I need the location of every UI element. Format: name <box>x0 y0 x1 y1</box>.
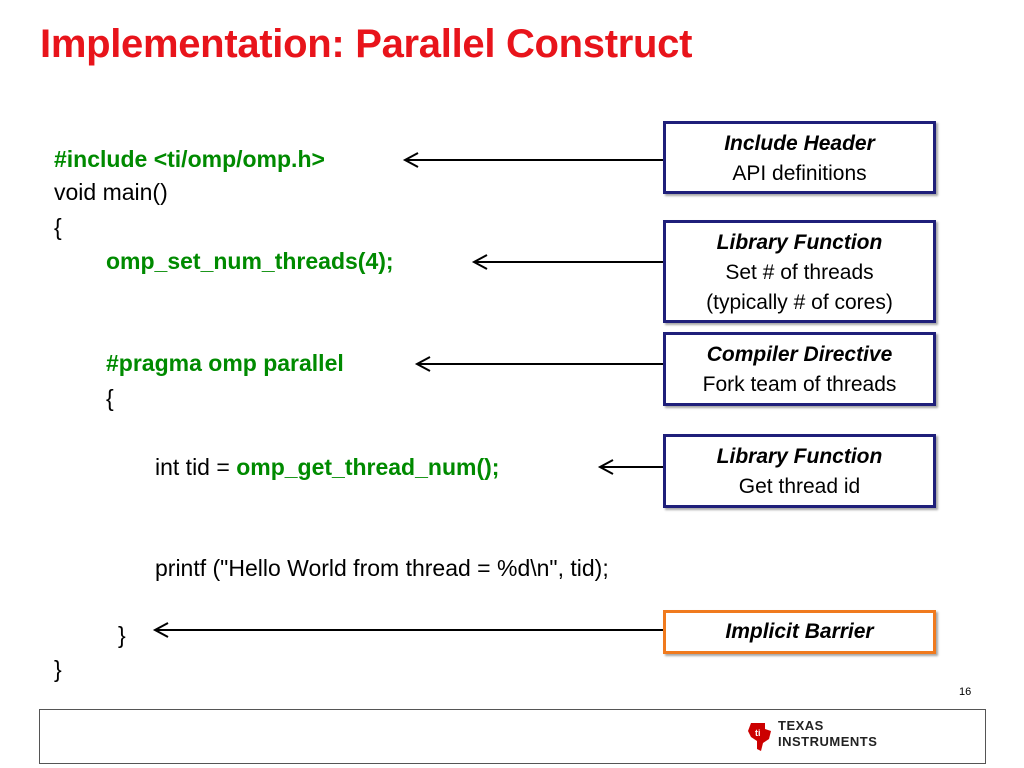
callout-heading: Implicit Barrier <box>725 620 874 643</box>
svg-text:ti: ti <box>755 728 761 738</box>
ti-logo-wordmark: Texas Instruments <box>778 718 877 750</box>
code-inner-close-brace: } <box>118 622 126 648</box>
slide-title: Implementation: Parallel Construct <box>40 22 693 66</box>
slide-footer: ti Texas Instruments <box>39 709 986 764</box>
callout-text: Set # of threads <box>725 261 874 284</box>
callout-get-thread-id: Library Function Get thread id <box>663 434 936 508</box>
code-include-line: #include <ti/omp/omp.h> <box>54 146 325 172</box>
code-set-threads-line: omp_set_num_threads(4); <box>106 248 394 274</box>
code-open-brace: { <box>54 214 62 240</box>
code-tid-line: int tid = omp_get_thread_num(); <box>155 456 499 479</box>
callout-include-header: Include Header API definitions <box>663 121 936 194</box>
code-tid-prefix: int tid = <box>155 454 237 480</box>
callout-compiler-directive: Compiler Directive Fork team of threads <box>663 332 936 406</box>
callout-set-num-threads: Library Function Set # of threads (typic… <box>663 220 936 323</box>
callout-heading: Compiler Directive <box>706 343 893 366</box>
callout-text: Get thread id <box>738 475 861 498</box>
callout-heading: Library Function <box>716 231 883 254</box>
code-close-brace: } <box>54 656 62 682</box>
ti-logo-line1: Texas <box>778 718 824 733</box>
code-get-thread-num: omp_get_thread_num(); <box>236 454 500 480</box>
callout-text: API definitions <box>732 162 867 185</box>
code-pragma-line: #pragma omp parallel <box>106 350 344 376</box>
callout-text: Fork team of threads <box>702 373 897 396</box>
ti-logo-icon: ti <box>748 723 771 751</box>
callout-text-2: (typically # of cores) <box>706 291 893 314</box>
callout-heading: Include Header <box>724 132 875 155</box>
code-main-line: void main() <box>54 179 168 205</box>
code-inner-open-brace: { <box>106 385 114 411</box>
page-number: 16 <box>959 686 972 698</box>
callout-implicit-barrier: Implicit Barrier <box>663 610 936 654</box>
code-printf-line: printf ("Hello World from thread = %d\n"… <box>155 555 609 581</box>
ti-logo-line2: Instruments <box>778 734 878 749</box>
callout-heading: Library Function <box>716 445 883 468</box>
